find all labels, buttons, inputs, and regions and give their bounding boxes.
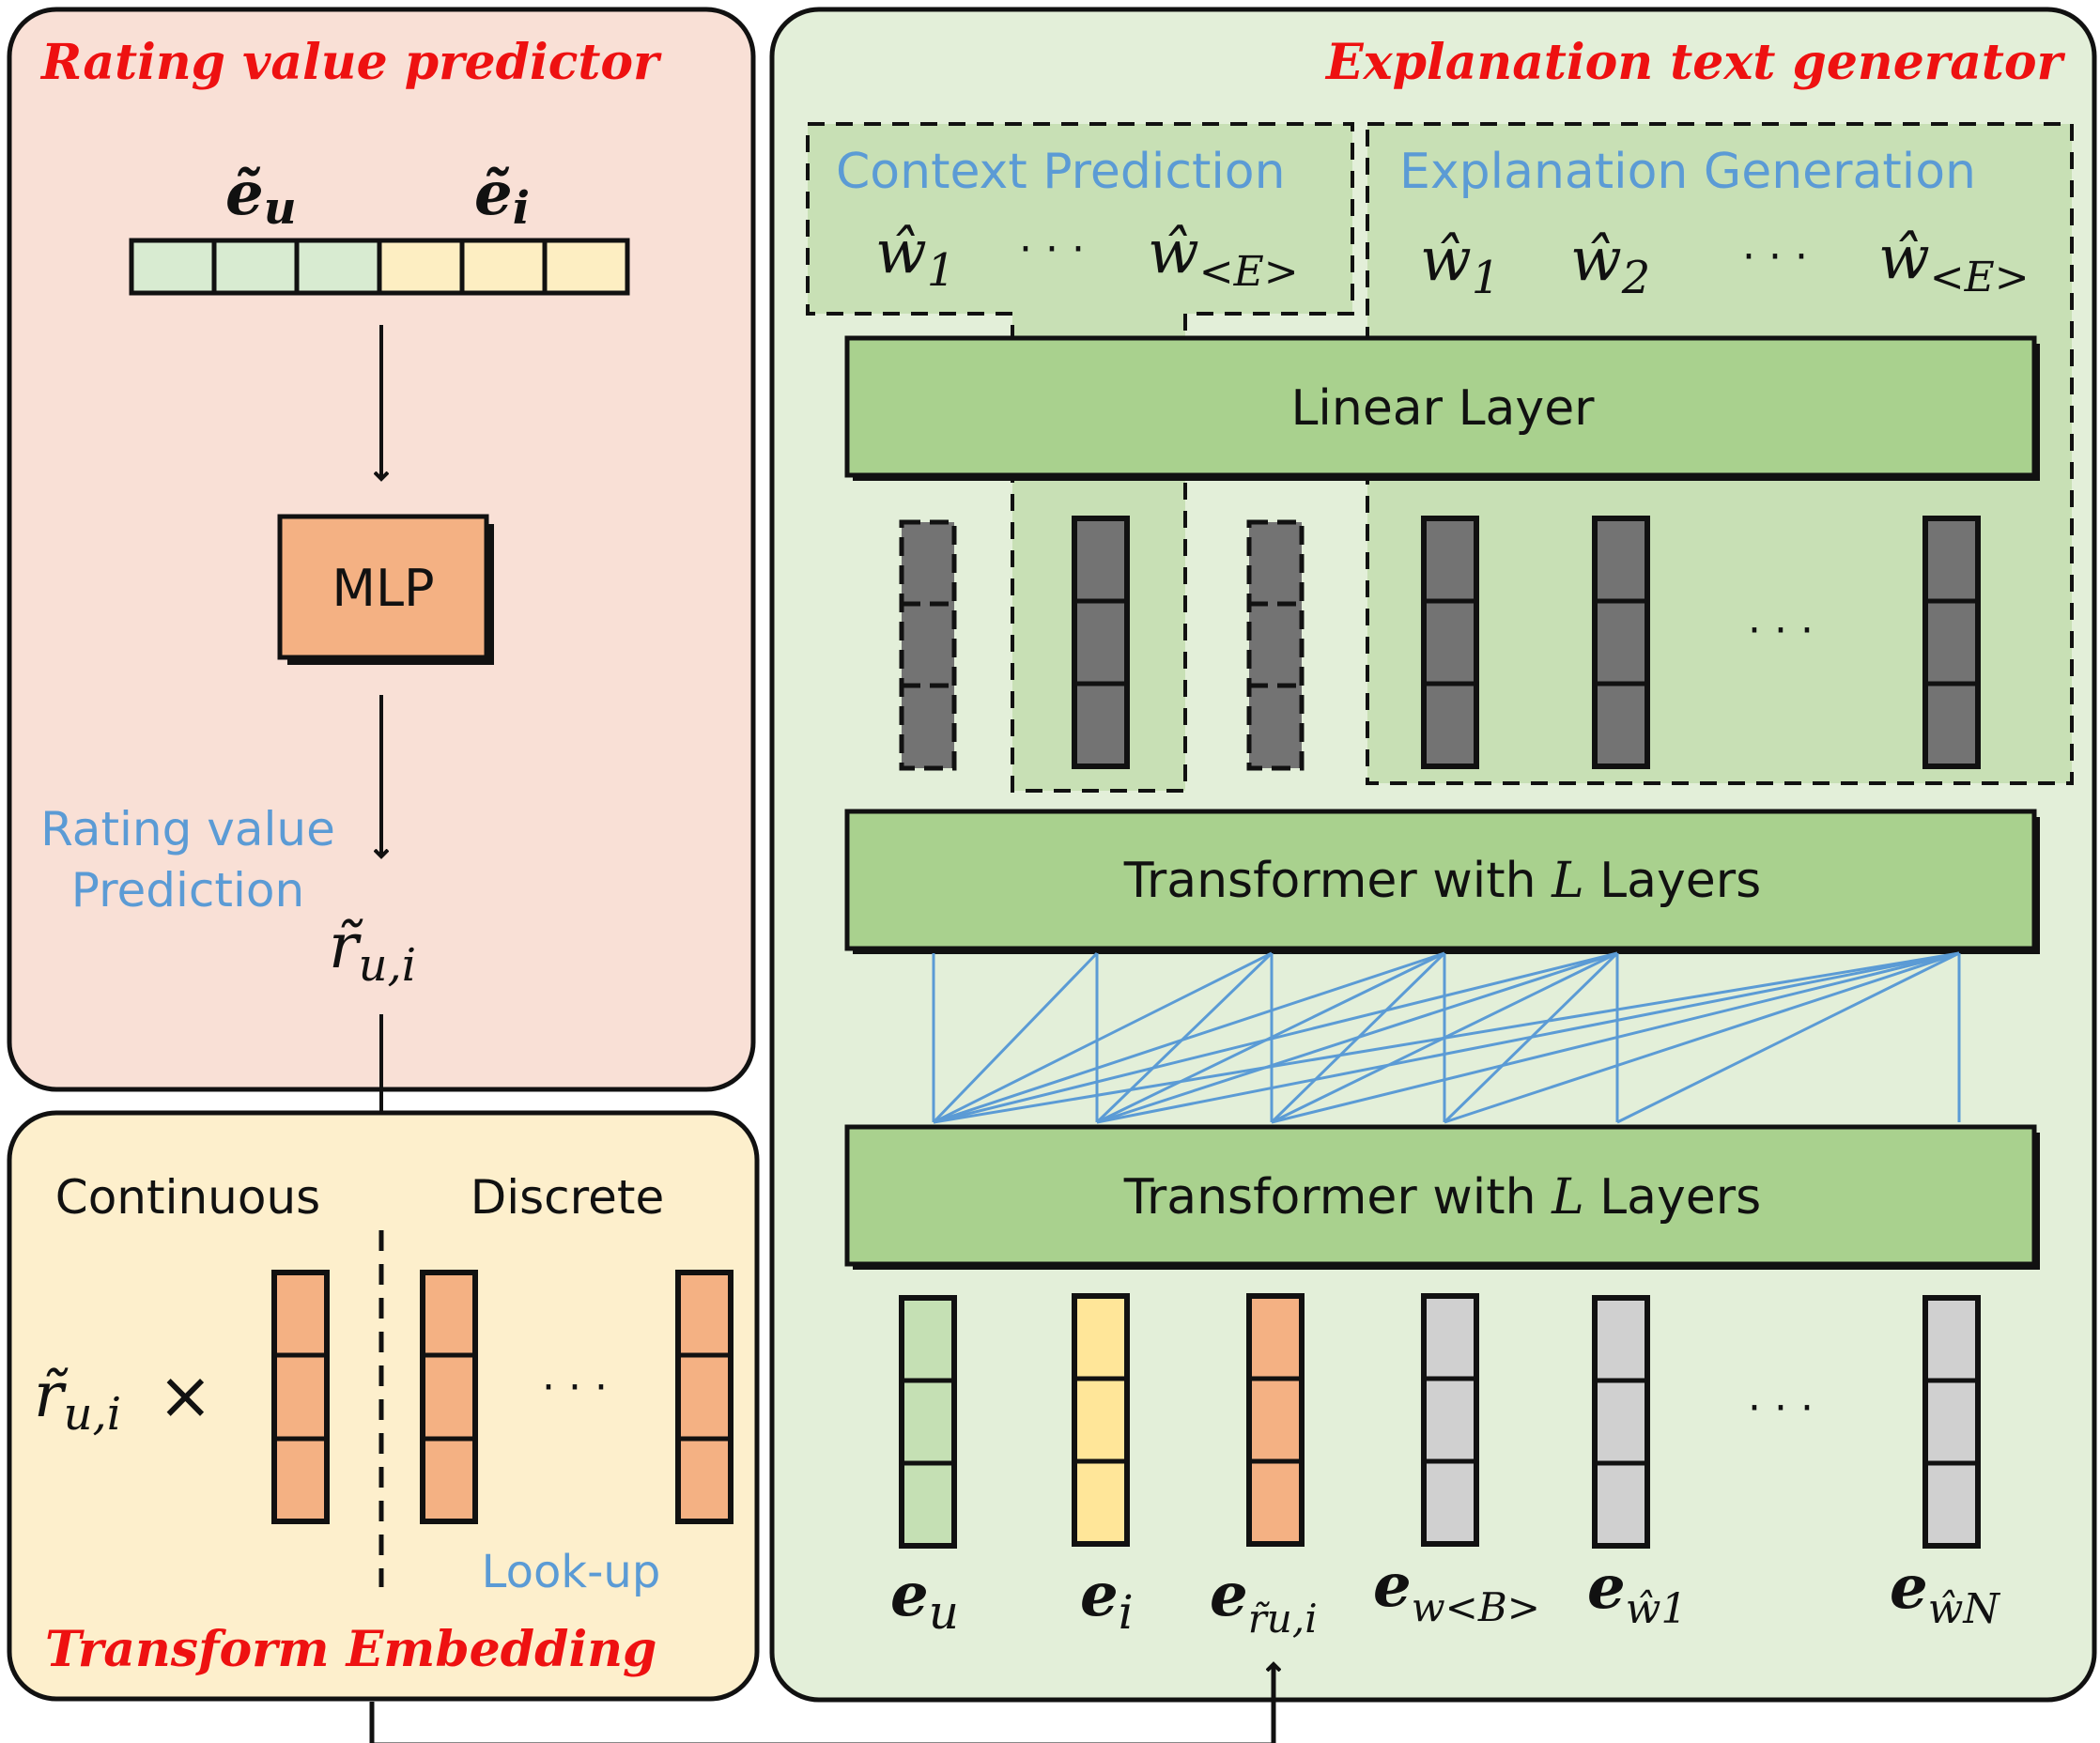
discrete-rating-vector-n — [675, 1270, 733, 1524]
explanation-output-w1: ŵ1 — [1420, 225, 1500, 304]
transformer-lower-label: Transformer with L Layers — [1123, 1169, 1762, 1226]
input-dots: · · · — [1748, 1384, 1814, 1432]
explanation-output-w2: ŵ2 — [1570, 225, 1650, 304]
continuous-label: Continuous — [55, 1170, 320, 1225]
hidden-vector-dashed-1 — [899, 519, 957, 771]
explanation-text-generator-panel: Explanation text generator Context Predi… — [769, 7, 2097, 1703]
input-vector-word-1 — [1592, 1295, 1650, 1549]
rating-multiplier: r̃u,i — [34, 1359, 121, 1441]
discrete-ellipsis: · · · — [542, 1364, 608, 1411]
discrete-label: Discrete — [471, 1170, 665, 1225]
linear-layer-label: Linear Layer — [1290, 380, 1595, 437]
transform-panel-title: Transform Embedding — [45, 1621, 656, 1678]
input-vector-item — [1072, 1293, 1130, 1547]
transformer-upper — [844, 809, 2037, 951]
rating-panel-title: Rating value predictor — [39, 34, 662, 91]
rating-prediction-label: Rating value — [40, 802, 335, 856]
generator-panel-title: Explanation text generator — [1324, 34, 2066, 91]
mlp-label: MLP — [332, 559, 434, 618]
transformer-lower — [844, 1124, 2037, 1267]
rating-prediction-label-2: Prediction — [71, 863, 304, 918]
transformer-upper-label: Transformer with L Layers — [1123, 853, 1762, 909]
input-vector-rating — [1246, 1293, 1305, 1547]
input-vector-user — [899, 1295, 957, 1549]
times-symbol: × — [158, 1357, 213, 1434]
linear-layer — [844, 335, 2037, 478]
context-output-w1: ŵ1 — [875, 218, 955, 297]
hidden-vector-dashed-2 — [1246, 519, 1305, 771]
concat-embedding-vector — [129, 238, 630, 296]
input-vector-word-n — [1922, 1295, 1981, 1549]
input-vector-word-begin — [1421, 1293, 1479, 1547]
input-label-word-n: eŵN — [1890, 1552, 2000, 1633]
lookup-label: Look-up — [482, 1546, 661, 1598]
predicted-rating-symbol: r̃u,i — [329, 910, 416, 992]
input-label-word-1: eŵ1 — [1587, 1552, 1687, 1633]
hidden-vector-explanation-n — [1922, 516, 1981, 769]
transform-to-generator-connector — [369, 1664, 1274, 1743]
attention-connections — [932, 951, 1961, 1124]
hidden-dots: · · · — [1748, 607, 1814, 655]
context-output-wE: ŵ<E> — [1148, 218, 1299, 296]
input-label-word-begin: ew<B> — [1373, 1550, 1540, 1630]
context-dots: · · · — [1019, 225, 1085, 273]
hidden-vector-explanation-1 — [1421, 516, 1479, 769]
explanation-dots: · · · — [1742, 233, 1808, 281]
discrete-rating-vector-1 — [420, 1270, 478, 1524]
mlp-box — [277, 514, 489, 660]
explanation-generation-label: Explanation Generation — [1399, 144, 1976, 200]
rating-value-predictor-panel: Rating value predictor ẽu ẽi MLP Rating … — [7, 7, 756, 1092]
input-label-item: ei — [1080, 1560, 1134, 1640]
hidden-vector-explanation-2 — [1592, 516, 1650, 769]
user-embedding-label: ẽu — [225, 159, 297, 235]
item-embedding-label: ẽi — [474, 159, 530, 235]
input-label-rating: er̃u,i — [1210, 1560, 1318, 1642]
continuous-rating-vector — [271, 1270, 330, 1524]
context-prediction-label: Context Prediction — [836, 144, 1286, 200]
hidden-vector-context — [1072, 516, 1130, 769]
input-label-user: eu — [890, 1560, 959, 1640]
explanation-output-wE: ŵ<E> — [1878, 224, 2030, 301]
transform-embedding-panel: Continuous Discrete r̃u,i × · · · Look-u… — [7, 1110, 760, 1702]
